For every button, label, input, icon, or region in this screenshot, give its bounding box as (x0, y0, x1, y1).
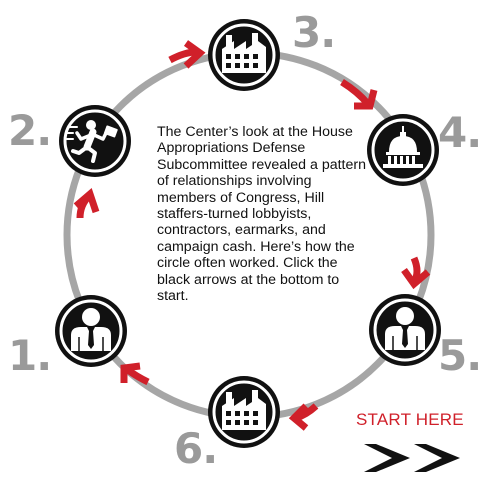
step-number-6: 6. (174, 424, 218, 473)
arrow-3-to-4 (340, 79, 371, 107)
capitol-dome-icon (383, 126, 423, 168)
start-button[interactable] (362, 440, 472, 476)
businessman-icon (71, 308, 111, 351)
flow-arrows (73, 40, 431, 431)
node-6 (208, 376, 280, 448)
arrow-4-to-5-head (401, 267, 431, 290)
arrow-2-to-3-head (183, 40, 206, 69)
running-person-with-briefcase-icon (66, 120, 118, 163)
node-3 (208, 19, 280, 91)
arrow-1-to-2-head (73, 187, 100, 214)
businessman-icon (385, 307, 425, 350)
start-here-label: START HERE (356, 410, 464, 429)
step-number-4: 4. (438, 108, 482, 157)
arrow-3-to-4-head (354, 89, 378, 110)
node-4 (367, 114, 439, 186)
step-number-1: 1. (8, 331, 52, 380)
arrow-6-to-1-head (120, 362, 141, 383)
arrow-5-to-6-head (288, 403, 309, 431)
step-number-5: 5. (438, 331, 482, 380)
description-text: The Center’s look at the House Appropria… (157, 124, 366, 305)
node-1 (55, 295, 127, 367)
node-5 (369, 294, 441, 366)
arrow-6-to-1 (125, 367, 150, 386)
step-number-3: 3. (292, 8, 336, 57)
step-number-2: 2. (8, 106, 52, 155)
node-2 (59, 105, 131, 177)
node-2-circle (59, 105, 131, 177)
double-chevron-right-icon (364, 444, 460, 472)
